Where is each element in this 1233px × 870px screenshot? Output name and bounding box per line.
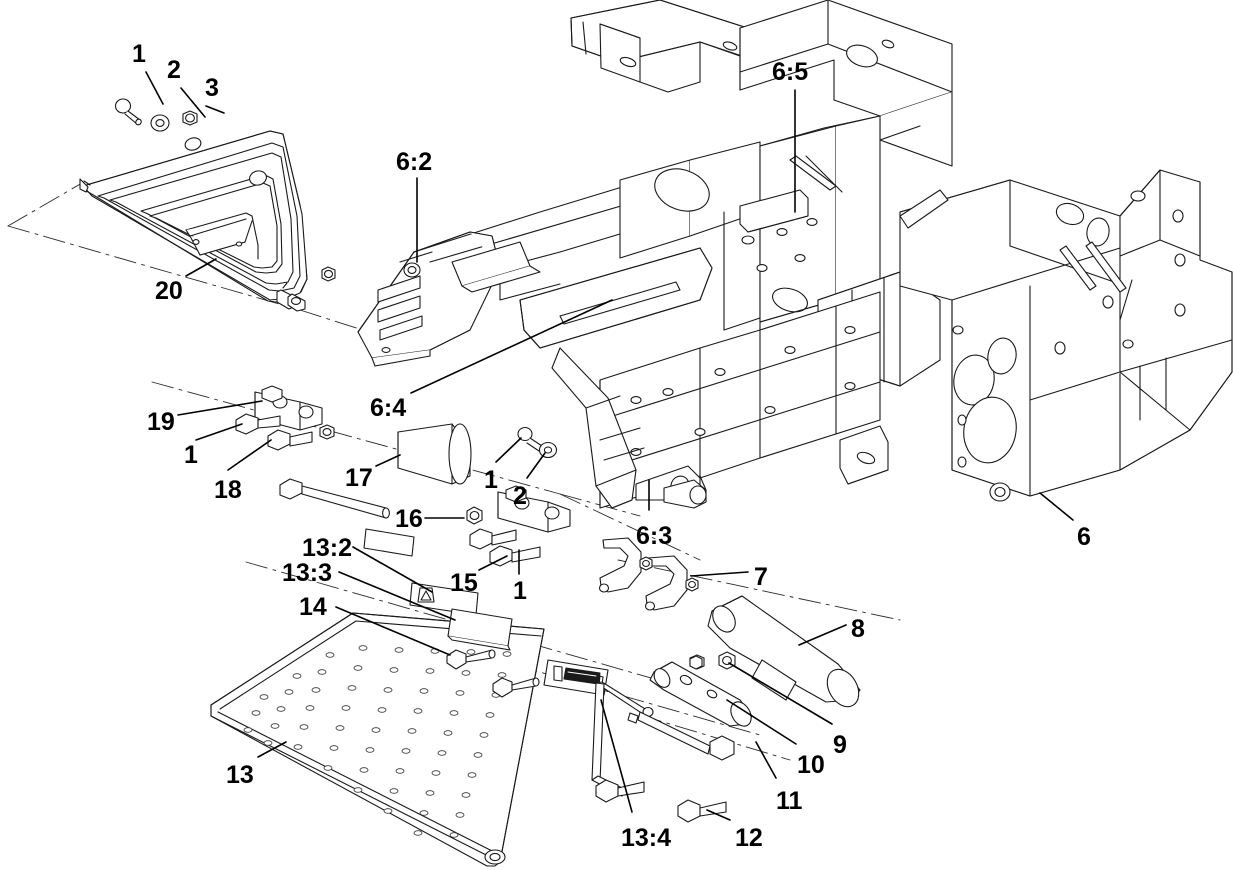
callout-12[interactable]: 12 — [735, 824, 763, 852]
hardware-nut-3 — [182, 110, 198, 126]
part-6-5-bracket — [739, 189, 809, 233]
callout-6-2[interactable]: 6:2 — [396, 148, 433, 176]
part-20-guard — [79, 130, 308, 312]
callout-10[interactable]: 10 — [797, 751, 825, 779]
hardware-nut-19 — [319, 424, 335, 440]
hardware-bolt-1 — [114, 98, 142, 126]
screw-13-3 — [492, 677, 540, 698]
part-8-canister — [707, 595, 861, 708]
callout-20[interactable]: 20 — [155, 277, 183, 305]
callout-2-b[interactable]: 2 — [513, 482, 527, 510]
hardware-nut-lower-right — [321, 266, 336, 282]
callout-6-3[interactable]: 6:3 — [636, 522, 673, 550]
hardware-long-bolt — [279, 478, 390, 519]
hardware-nut-7a — [639, 556, 653, 571]
callout-7[interactable]: 7 — [754, 563, 768, 591]
callout-6-4[interactable]: 6:4 — [370, 394, 407, 422]
decal-13-2 — [363, 528, 415, 557]
callout-18[interactable]: 18 — [214, 476, 242, 504]
callout-9[interactable]: 9 — [833, 731, 847, 759]
hardware-bolt-15a — [469, 528, 517, 550]
callout-13-2[interactable]: 13:2 — [302, 534, 353, 562]
hardware-nut-9 — [718, 651, 736, 670]
hardware-nut-16 — [466, 506, 483, 525]
hardware-bolt-18 — [267, 429, 313, 451]
callout-6-5[interactable]: 6:5 — [772, 58, 809, 86]
hardware-bolt-1-left — [235, 413, 281, 435]
hardware-washer-2 — [150, 114, 170, 132]
part-11-long-bolt — [627, 711, 735, 761]
callout-11[interactable]: 11 — [776, 787, 803, 815]
screw-14 — [446, 649, 496, 670]
callout-16[interactable]: 16 — [395, 505, 423, 533]
hardware-bolt-15b — [489, 545, 541, 567]
callout-13[interactable]: 13 — [226, 761, 254, 789]
callout-13-4[interactable]: 13:4 — [621, 824, 672, 852]
callout-14[interactable]: 14 — [299, 593, 327, 621]
callout-1-b[interactable]: 1 — [184, 441, 198, 469]
callout-6[interactable]: 6 — [1077, 523, 1091, 551]
part-7-clamps — [598, 537, 688, 611]
part-6-3-stub — [663, 479, 707, 509]
hardware-nut-7b — [685, 577, 699, 592]
callout-15[interactable]: 15 — [450, 569, 478, 597]
callout-8[interactable]: 8 — [851, 615, 865, 643]
callout-2[interactable]: 2 — [167, 56, 181, 84]
hardware-washer-2-mid — [538, 441, 558, 459]
callout-3[interactable]: 3 — [205, 74, 219, 102]
part-6-main-frame — [357, 0, 1233, 509]
hardware-nut-mid — [689, 655, 703, 670]
tread-holes — [243, 645, 512, 838]
callout-1[interactable]: 1 — [132, 40, 146, 68]
hardware-bolt-1-mid — [517, 426, 543, 452]
callout-13-3[interactable]: 13:3 — [282, 559, 333, 587]
callout-1-d[interactable]: 1 — [513, 577, 527, 605]
part-15-bracket-assembly — [497, 485, 571, 533]
decal-14-plate — [447, 608, 513, 651]
part-10-canister — [649, 661, 753, 727]
part-17-roller — [397, 423, 472, 485]
part-12-bolt — [677, 799, 727, 823]
bolt-under-plate — [595, 779, 645, 803]
callout-19[interactable]: 19 — [147, 408, 175, 436]
callout-17[interactable]: 17 — [345, 464, 373, 492]
leader-lines — [145, 71, 1074, 821]
part-13-floor-plate — [210, 612, 545, 867]
callout-1-c[interactable]: 1 — [484, 466, 498, 494]
